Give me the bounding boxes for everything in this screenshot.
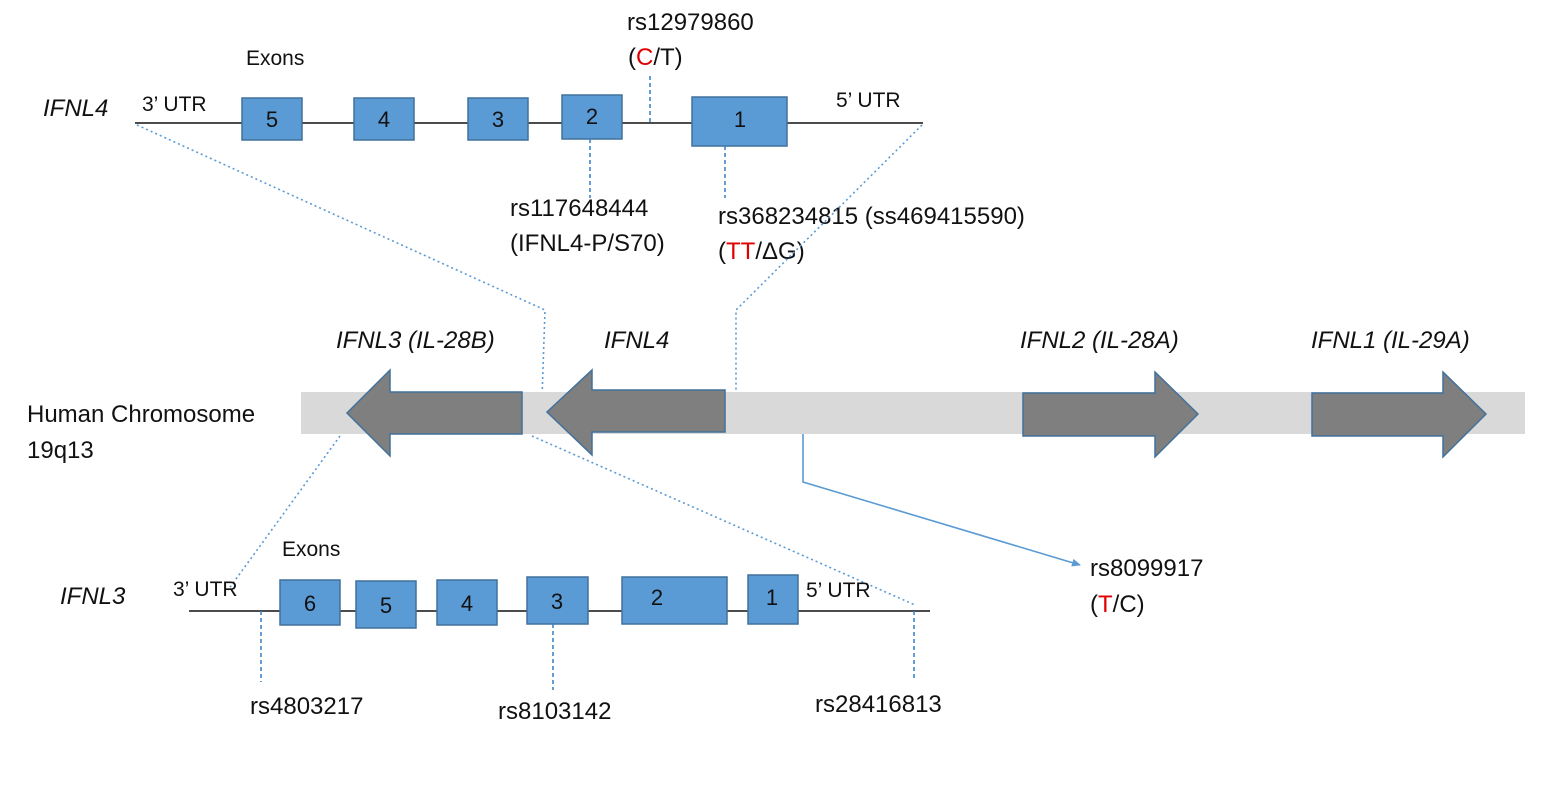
gene-label-ifnl1: IFNL1 (IL-29A) — [1311, 327, 1470, 354]
risk-allele: T — [1098, 591, 1113, 618]
snp-allele-rs8099917: (T/C) — [1090, 591, 1145, 618]
ifnl3-exon: 6 — [279, 579, 341, 626]
svg-text:3: 3 — [492, 107, 504, 132]
snp-label-rs8099917: rs8099917 — [1090, 555, 1203, 582]
snp-label-rs117648444: rs117648444 — [510, 195, 648, 222]
snp-label-rs12979860: rs12979860 — [627, 9, 754, 36]
ifnl4-exon: 2 — [561, 94, 623, 140]
svg-text:5: 5 — [380, 593, 392, 618]
ifnl3-exon: 2 — [621, 576, 728, 625]
ifnl4-exon: 4 — [353, 97, 415, 141]
risk-allele: TT — [726, 238, 756, 265]
svg-text:2: 2 — [651, 585, 663, 610]
chromosome-label-line1: Human Chromosome — [27, 401, 255, 428]
gene-arrow-ifnl2 — [1022, 370, 1200, 459]
svg-text:2: 2 — [586, 104, 598, 129]
svg-text:5: 5 — [266, 107, 278, 132]
ifnl4-structure: IFNL4 Exons 3’ UTR 5’ UTR 5 4 3 2 1 — [43, 9, 1025, 265]
snp-allele-rs12979860: (C/T) — [628, 44, 683, 71]
ifnl4-exon: 3 — [467, 97, 529, 141]
ifnl4-exon: 1 — [691, 96, 788, 147]
svg-text:4: 4 — [378, 107, 390, 132]
ifnl3-exon: 5 — [355, 580, 417, 629]
ifnl4-exon: 5 — [241, 97, 303, 141]
snp-label-rs4803217: rs4803217 — [250, 693, 363, 720]
zoom-connectors — [136, 124, 923, 606]
ifnl3-structure: IFNL3 Exons 3’ UTR 5’ UTR 6 5 4 3 2 1 — [60, 538, 942, 725]
snp-note-rs117648444: (IFNL4-P/S70) — [510, 230, 665, 257]
gene-arrow-ifnl3 — [345, 368, 523, 458]
ifnl4-structure-label: IFNL4 — [43, 95, 108, 122]
connector-ifnl3-left — [227, 435, 341, 591]
connector-ifnl4-left — [136, 124, 546, 399]
risk-allele: C — [636, 44, 653, 71]
chromosome-label-line2: 19q13 — [27, 437, 94, 464]
ifnl3-exons-label: Exons — [282, 538, 340, 561]
gene-label-ifnl2: IFNL2 (IL-28A) — [1020, 327, 1179, 354]
ifnl4-utr5-label: 5’ UTR — [836, 89, 901, 112]
ifnl3-exon: 4 — [436, 579, 498, 626]
chromosome-section: Human Chromosome 19q13 IFNL3 (IL-28B) IF… — [27, 327, 1525, 618]
svg-text:1: 1 — [766, 585, 778, 610]
ifnl3-exon: 1 — [747, 574, 799, 625]
snp-label-rs8103142: rs8103142 — [498, 698, 611, 725]
snp-label-rs28416813: rs28416813 — [815, 691, 942, 718]
gene-arrow-ifnl1 — [1311, 370, 1488, 459]
ifnl4-exons-label: Exons — [246, 47, 304, 70]
ifnl3-structure-label: IFNL3 — [60, 583, 126, 610]
snp-allele-rs368234815: (TT/ΔG) — [718, 238, 805, 265]
snp-pointer-rs8099917 — [802, 434, 1081, 567]
ifnl3-utr5-label: 5’ UTR — [806, 579, 871, 602]
snp-label-rs368234815: rs368234815 (ss469415590) — [718, 203, 1025, 230]
svg-text:4: 4 — [461, 591, 473, 616]
ifnl3-exon: 3 — [526, 576, 589, 625]
gene-label-ifnl3: IFNL3 (IL-28B) — [336, 327, 495, 354]
ifnl4-utr3-label: 3’ UTR — [142, 93, 207, 116]
svg-text:6: 6 — [304, 591, 316, 616]
ifnl3-utr3-label: 3’ UTR — [173, 578, 238, 601]
gene-label-ifnl4: IFNL4 — [604, 327, 669, 354]
gene-arrow-ifnl4 — [545, 368, 726, 457]
svg-text:1: 1 — [734, 107, 746, 132]
svg-text:3: 3 — [551, 589, 563, 614]
